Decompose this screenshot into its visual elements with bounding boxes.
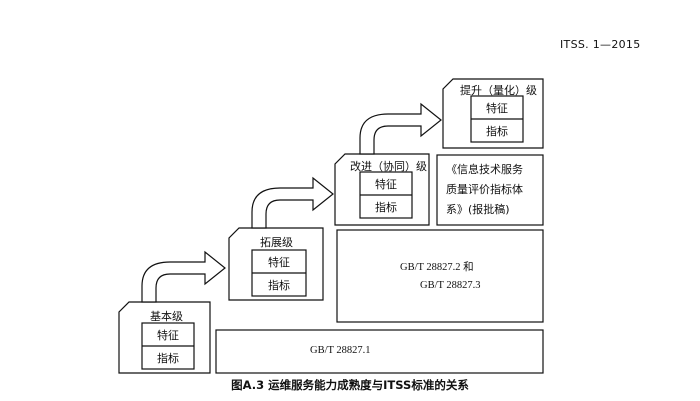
level-quantified-feature: 特征 [486, 101, 508, 115]
arrow-extended-to-improved [251, 176, 334, 229]
standard-box-draft [436, 154, 544, 226]
draft-line-1: 《信息技术服务 [446, 163, 523, 176]
figure-caption: 图A.3 运维服务能力成熟度与ITSS标准的关系 [231, 378, 469, 392]
standard-box-gb1 [215, 329, 544, 374]
level-basic-feature: 特征 [157, 328, 179, 342]
level-extended-feature: 特征 [268, 255, 290, 269]
level-quantified-title: 提升（量化）级 [460, 84, 537, 97]
level-extended-title: 拓展级 [260, 236, 293, 249]
level-basic-title: 基本级 [150, 310, 183, 323]
arrow-basic-to-extended [141, 250, 226, 303]
standard-draft-note: 《信息技术服务 质量评价指标体 系》(报批稿) [446, 160, 542, 220]
level-extended-indicator: 指标 [268, 278, 290, 292]
level-improved-feature: 特征 [375, 177, 397, 191]
draft-line-3: 系》(报批稿) [446, 203, 510, 216]
document-code: ITSS. 1—2015 [560, 38, 641, 51]
standard-gb-28827-1: GB/T 28827.1 [310, 345, 371, 356]
level-basic-indicator: 指标 [157, 351, 179, 365]
level-improved-title: 改进（协同）级 [350, 160, 427, 173]
draft-line-2: 质量评价指标体 [446, 183, 523, 196]
level-quantified-indicator: 指标 [486, 124, 508, 138]
arrow-improved-to-quantified [359, 102, 442, 155]
level-improved-indicator: 指标 [375, 200, 397, 214]
standard-gb-28827-3: GB/T 28827.3 [420, 280, 481, 291]
standard-gb-28827-2: GB/T 28827.2 和 [400, 262, 474, 273]
standard-box-gb23 [336, 229, 544, 323]
